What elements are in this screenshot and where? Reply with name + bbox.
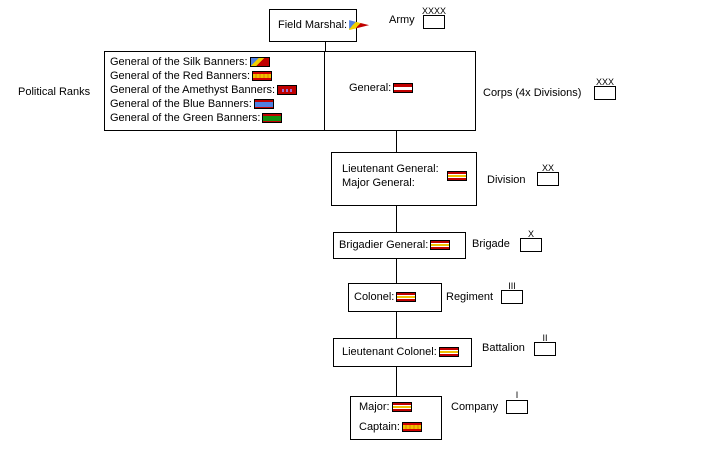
- brigade-echelon: X: [527, 229, 534, 239]
- general-label: General:: [349, 82, 392, 94]
- lieutenant-general-label: Lieutenant General:: [342, 163, 439, 175]
- colonel-label: Colonel:: [354, 291, 395, 303]
- corps-label: Corps (4x Divisions): [483, 87, 582, 99]
- captain-flag-icon: [401, 422, 422, 433]
- field-marshal-box: Field Marshal:: [269, 9, 370, 42]
- division-label: Division: [487, 174, 526, 186]
- red-banner-flag-icon: [252, 71, 273, 82]
- major-general-label: Major General:: [342, 177, 415, 189]
- red-banners-general: General of the Red Banners:: [110, 70, 251, 82]
- regiment-unit-symbol: [501, 290, 523, 304]
- connector: [396, 311, 397, 338]
- division-echelon: XX: [541, 163, 554, 173]
- army-echelon: XXXX: [421, 6, 446, 16]
- political-ranks-label: Political Ranks: [18, 86, 91, 98]
- connector: [396, 130, 397, 152]
- divider: [324, 52, 325, 130]
- regiment-label: Regiment: [446, 291, 494, 303]
- corps-echelon: XXX: [595, 77, 614, 87]
- company-label: Company: [451, 401, 499, 413]
- connector: [396, 205, 397, 232]
- lieutenant-colonel-label: Lieutenant Colonel:: [342, 346, 437, 358]
- general-flag-icon: [393, 83, 414, 94]
- major-flag-icon: [391, 402, 412, 413]
- silk-banners-general: General of the Silk Banners:: [110, 56, 248, 68]
- green-banners-general: General of the Green Banners:: [110, 112, 261, 124]
- field-marshal-flag-icon: [349, 20, 370, 31]
- battalion-echelon: II: [542, 333, 548, 343]
- brigade-label: Brigade: [472, 238, 510, 250]
- regiment-echelon: III: [508, 281, 516, 291]
- generals-box: General of the Silk Banners: General of …: [104, 51, 476, 131]
- lieutenant-colonel-box: Lieutenant Colonel:: [333, 338, 472, 367]
- division-unit-symbol: [537, 172, 559, 186]
- captain-label: Captain:: [359, 421, 400, 433]
- connector: [396, 258, 397, 283]
- blue-banners-general: General of the Blue Banners:: [110, 98, 252, 110]
- company-unit-symbol: [506, 400, 528, 414]
- corps-unit-symbol: [594, 86, 616, 100]
- company-echelon: I: [515, 390, 519, 400]
- field-marshal-label: Field Marshal:: [278, 19, 348, 31]
- colonel-box: Colonel:: [348, 283, 442, 312]
- battalion-label: Battalion: [482, 342, 525, 354]
- army-unit-symbol: [423, 15, 445, 29]
- brigadier-flag-icon: [430, 240, 451, 251]
- brigadier-general-label: Brigadier General:: [339, 239, 429, 251]
- major-label: Major:: [359, 401, 390, 413]
- amethyst-banner-flag-icon: [277, 85, 298, 96]
- brigade-unit-symbol: [520, 238, 542, 252]
- green-banner-flag-icon: [262, 113, 283, 124]
- army-label: Army: [389, 14, 415, 26]
- amethyst-banners-general: General of the Amethyst Banners:: [110, 84, 276, 96]
- silk-banner-flag-icon: [249, 57, 270, 68]
- division-generals-box: Lieutenant General: Major General:: [331, 152, 477, 206]
- company-officers-box: Major: Captain:: [350, 396, 442, 440]
- division-general-flag-icon: [447, 171, 467, 181]
- battalion-unit-symbol: [534, 342, 556, 356]
- brigadier-box: Brigadier General:: [333, 232, 466, 259]
- colonel-flag-icon: [396, 292, 417, 303]
- blue-banner-flag-icon: [253, 99, 274, 110]
- connector: [396, 366, 397, 396]
- lieutenant-colonel-flag-icon: [438, 347, 459, 358]
